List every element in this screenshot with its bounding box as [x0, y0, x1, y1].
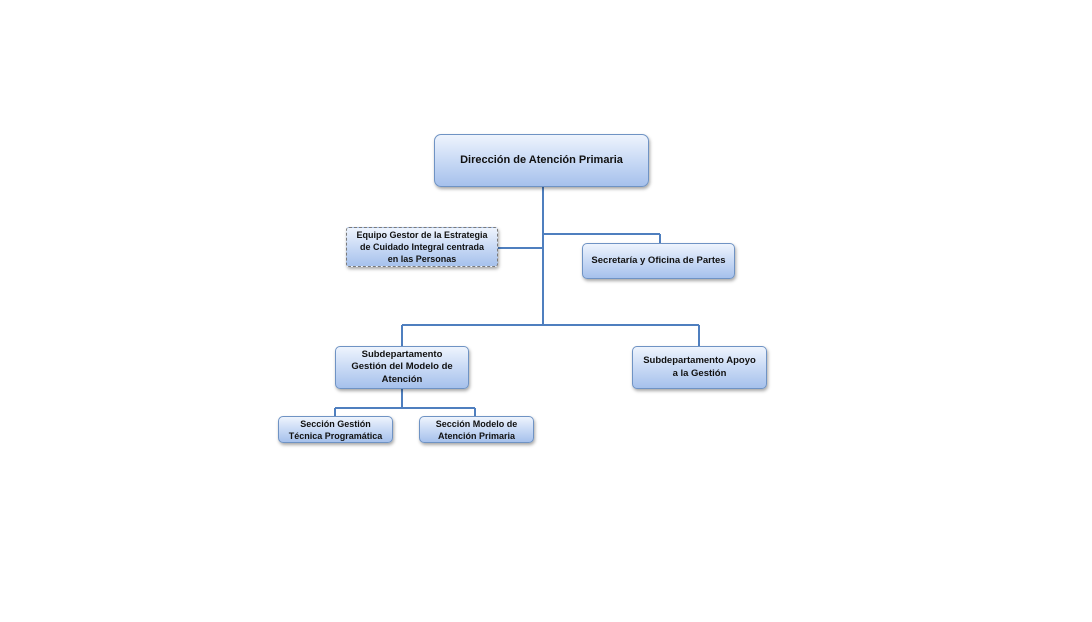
- node-direccion-atencion-primaria: Dirección de Atención Primaria: [434, 134, 649, 187]
- node-subdepartamento-apoyo-gestion: Subdepartamento Apoyo a la Gestión: [632, 346, 767, 389]
- node-seccion-gestion-tecnica: Sección Gestión Técnica Programática: [278, 416, 393, 443]
- node-subdepartamento-gestion-modelo: Subdepartamento Gestión del Modelo de At…: [335, 346, 469, 389]
- node-seccion-modelo-atencion: Sección Modelo de Atención Primaria: [419, 416, 534, 443]
- node-equipo-gestor: Equipo Gestor de la Estrategia de Cuidad…: [346, 227, 498, 267]
- node-secretaria-oficina-partes: Secretaría y Oficina de Partes: [582, 243, 735, 279]
